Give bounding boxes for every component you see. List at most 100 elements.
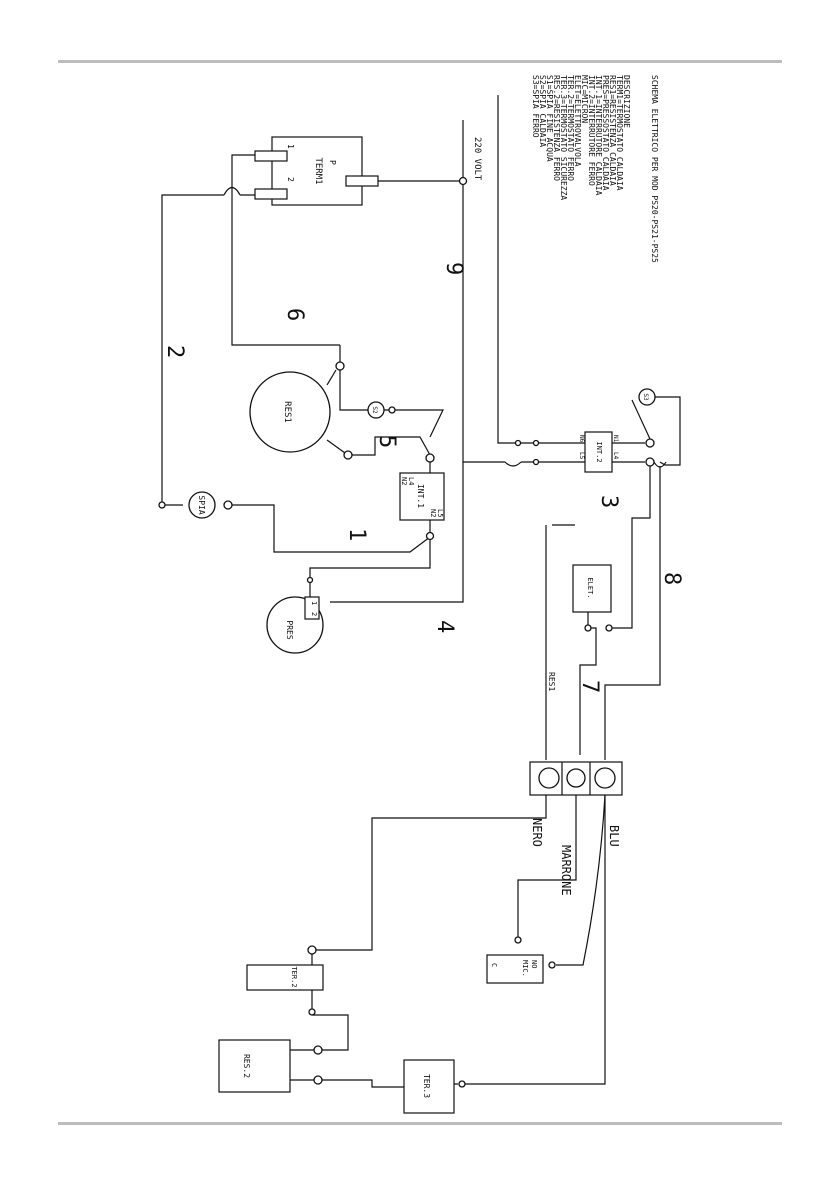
ter2-to-res2 [312,1014,349,1051]
int1-l4: L4 [407,477,415,485]
mic-label: MIC. [521,960,529,977]
supply-line-phase [462,120,505,463]
wire-2 [161,194,255,505]
ter3-return [454,795,606,1085]
res2-terminal-top [313,1045,323,1055]
legend-line: ELET=ELETTROVALVOLA [573,75,582,167]
spia-component: SPIA [188,491,216,519]
wire-2-crossover [223,186,241,196]
pres-component: PRES 1 2 [266,596,324,654]
term1-component: TERM1 1 2 P [254,136,379,206]
blu-wire [556,794,606,966]
wire-number: 6 [282,308,307,321]
wire-5 [352,436,431,456]
pres-pin2: 2 [310,612,318,616]
ter2-top-terminal [307,945,317,955]
ter2-box [246,964,324,991]
res1-wire-label: RES1 [547,672,556,691]
term1-pin-2 [254,188,288,200]
res2-component: RES.2 [218,1039,291,1093]
res2-label: RES.2 [242,1054,251,1078]
res1-lead-top [326,345,341,386]
ter2-component: TER.2 [246,964,324,991]
legend-line: INT.2=INTERRUTORE FERRO [587,75,596,186]
elet-terminal-left [584,624,592,632]
terminal-nero [538,767,560,789]
int1-component: INT.1 N2 L4 N2 L5 [399,472,445,521]
legend-title: SCHEMA ELETTRICO PER MOD PS20-PS21-PS25 [650,75,659,263]
int1-to-pres [309,540,431,597]
s2-wire [339,370,444,438]
wire-number: 2 [162,345,187,358]
res1-circle [249,371,331,453]
legend-line: RES.2=RESISTENZA FERRO [552,75,561,181]
int2-l5: L5 [578,452,585,460]
wire-number: 9 [441,262,466,275]
s3-label: S3 [642,393,649,401]
terminal-marrone [566,768,586,788]
nero-wire [312,795,547,951]
s3-component: S3 [638,388,656,406]
legend-line: S1=SPIA FINE ACQUA [545,75,554,162]
pres-terminal [306,576,314,584]
wire-8 [604,466,661,760]
wire-number: 7 [577,680,602,693]
wire-4 [330,462,464,603]
legend-line: TERM1=TERMOSTATO CALDAIA [615,75,624,191]
legend-line: TER.2=TERMOSTATO FERRO [566,75,575,181]
res1-lead-bottom [326,439,346,454]
int1-top-terminal [425,453,435,463]
s2-component: S2 [367,401,385,419]
spia-terminal-left [158,501,166,509]
elet-wire-mid [579,627,597,755]
mic-box [486,954,544,984]
spia-lamp [188,491,216,519]
int2-n1: N1 [612,435,619,443]
wire-numbers: 1 2 3 4 5 6 7 8 9 [162,262,684,693]
legend-line: RES1=RESISTENZA CALDAIA [608,75,617,186]
int1-bottom-terminal [425,531,435,541]
wire-number: 3 [596,495,621,508]
wire-1 [231,504,431,553]
s2-label: S2 [371,406,378,414]
s3-lamp [638,388,656,406]
elet-box [572,564,612,613]
pres-pin1: 1 [310,601,318,605]
nero-label: NERO [530,818,544,847]
mic-c-terminal [514,936,522,944]
marrone-label: MARRONE [559,845,573,896]
wire-6 [231,154,340,346]
wire-number: 1 [344,528,369,541]
top-rule [58,60,782,63]
term1-p-terminal [458,176,468,186]
term1-label: TERM1 [313,157,323,184]
legend-line: TER.3=TERMOSTATO SICUREZZA [559,75,568,200]
int1-n2b: N2 [429,509,437,517]
wire-3 [612,466,651,629]
ter2-bottom-terminal [308,1008,316,1016]
legend-line: S3=SPIA FERRO [531,75,540,138]
s3-lead [631,396,681,466]
wire-color-labels: NERO MARRONE BLU [530,818,621,896]
s2-lamp [367,401,385,419]
int1-n2a: N2 [400,477,408,485]
res1-top-terminal [335,361,345,371]
res1-bottom-terminal [343,450,353,460]
legend-line: S2=SPIA CALDAIA [538,75,547,147]
int1-label: INT.1 [416,484,425,508]
wires [158,95,681,1088]
bottom-rule [58,1122,782,1125]
junction [514,439,522,447]
int2-l5-terminal [645,457,655,467]
legend-line: PRES=PRESSOSTATO CALDAIA [601,75,610,191]
mic-no-terminal [548,961,556,969]
ter2-label: TER.2 [290,966,298,987]
elet-label: ELET. [586,577,594,598]
junction [532,439,540,447]
supply-label: 220 VOLT [472,137,482,181]
ter3-component: TER.3 [403,1059,455,1114]
res2-box [218,1039,291,1093]
mic-component: MIC. NO C [486,954,544,984]
elet-component: ELET. [572,564,612,613]
